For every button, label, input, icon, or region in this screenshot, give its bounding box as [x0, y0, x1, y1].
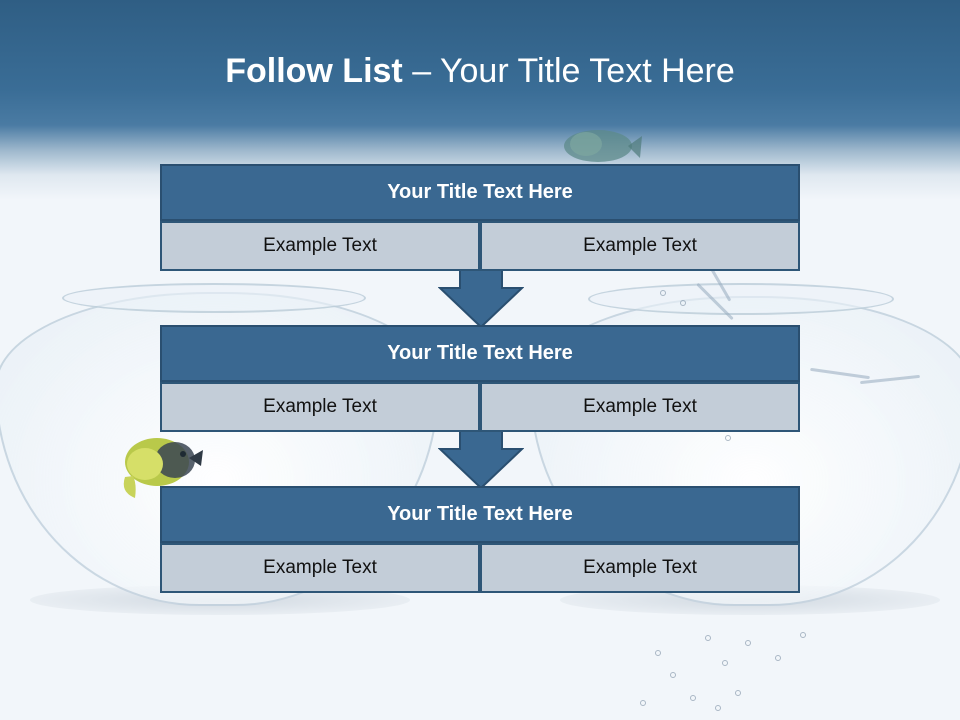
step-box-2: Your Title Text Here Example Text Exampl…	[160, 325, 800, 432]
yellow-fish-icon	[123, 438, 203, 498]
down-arrow-icon	[438, 431, 524, 489]
left-fishbowl-rim	[62, 283, 366, 313]
step-title: Your Title Text Here	[160, 486, 800, 543]
step-title: Your Title Text Here	[160, 325, 800, 382]
bubble	[705, 635, 711, 641]
step-left-text: Example Text	[160, 221, 480, 271]
step-box-1: Your Title Text Here Example Text Exampl…	[160, 164, 800, 271]
bubble	[715, 705, 721, 711]
step-left-text: Example Text	[160, 543, 480, 593]
bubble	[640, 700, 646, 706]
right-fishbowl-rim	[588, 283, 894, 315]
step-right-text: Example Text	[480, 543, 800, 593]
bubble	[800, 632, 806, 638]
bubble	[745, 640, 751, 646]
slide-title-rest: – Your Title Text Here	[402, 52, 735, 90]
bubble	[680, 300, 686, 306]
step-right-text: Example Text	[480, 382, 800, 432]
bubble	[725, 435, 731, 441]
bubble	[660, 290, 666, 296]
step-title: Your Title Text Here	[160, 164, 800, 221]
jumping-fish-icon	[564, 130, 642, 162]
bubble	[735, 690, 741, 696]
bubble	[775, 655, 781, 661]
bubble	[722, 660, 728, 666]
slide-title: Follow List – Your Title Text Here	[0, 52, 960, 91]
bubble	[655, 650, 661, 656]
bubble	[670, 672, 676, 678]
step-left-text: Example Text	[160, 382, 480, 432]
bubble	[690, 695, 696, 701]
slide-title-bold: Follow List	[225, 52, 403, 90]
step-box-3: Your Title Text Here Example Text Exampl…	[160, 486, 800, 593]
down-arrow-icon	[438, 270, 524, 328]
step-right-text: Example Text	[480, 221, 800, 271]
